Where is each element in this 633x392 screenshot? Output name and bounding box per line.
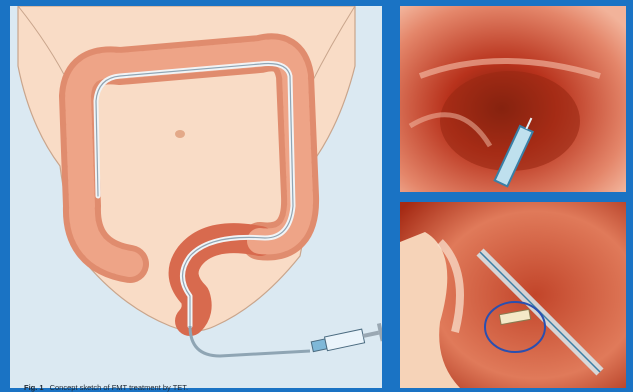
syringe-icon [310,323,382,356]
endoscopic-photo-bottom [400,202,626,388]
external-tube [190,326,310,356]
concept-sketch-illustration [10,6,382,388]
navel [175,130,185,138]
endoscopic-photo-top [400,6,626,192]
